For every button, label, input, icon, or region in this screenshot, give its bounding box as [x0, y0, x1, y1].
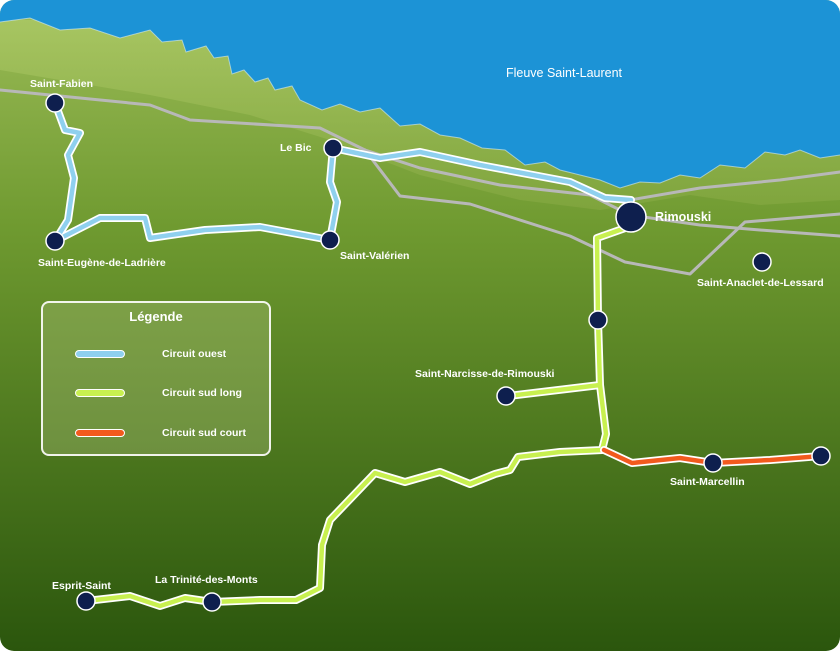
road-coastal: [0, 88, 840, 238]
label-saint-fabien: Saint-Fabien: [30, 78, 93, 90]
marker-la-trinite[interactable]: [202, 592, 222, 612]
legend-swatch-circuit-ouest: [75, 350, 125, 358]
circuit-sud-court-route: [600, 446, 825, 467]
label-rimouski: Rimouski: [655, 210, 711, 224]
legend-label-circuit-ouest: Circuit ouest: [162, 348, 227, 360]
label-le-bic: Le Bic: [280, 142, 312, 154]
map-legend: Légende Circuit ouest Circuit sud long C…: [41, 301, 271, 456]
label-la-trinite: La Trinité-des-Monts: [155, 574, 258, 586]
legend-title: Légende: [129, 309, 183, 324]
label-esprit-saint: Esprit-Saint: [52, 580, 111, 592]
label-saint-eugene: Saint-Eugène-de-Ladrière: [38, 257, 166, 269]
place-markers: [45, 93, 831, 612]
label-saint-anaclet: Saint-Anaclet-de-Lessard: [697, 277, 824, 289]
river-label: Fleuve Saint-Laurent: [506, 66, 623, 80]
marker-saint-narcisse[interactable]: [496, 386, 516, 406]
legend-label-circuit-sud-long: Circuit sud long: [162, 387, 242, 399]
marker-saint-narcisse-junction[interactable]: [588, 310, 608, 330]
label-saint-marcellin: Saint-Marcellin: [670, 476, 745, 488]
marker-le-bic[interactable]: [323, 138, 343, 158]
marker-saint-fabien[interactable]: [45, 93, 65, 113]
legend-swatch-circuit-sud-long: [75, 389, 125, 397]
marker-saint-valerien[interactable]: [320, 230, 340, 250]
road-east: [628, 170, 840, 202]
marker-saint-marcellin[interactable]: [703, 453, 723, 473]
shoreline-edge: [0, 17, 840, 189]
legend-swatch-circuit-sud-court: [75, 429, 125, 437]
marker-saint-eugene[interactable]: [45, 231, 65, 251]
marker-saint-anaclet[interactable]: [752, 252, 772, 272]
legend-label-circuit-sud-court: Circuit sud court: [162, 427, 247, 439]
label-saint-narcisse: Saint-Narcisse-de-Rimouski: [415, 368, 555, 380]
marker-east-end[interactable]: [811, 446, 831, 466]
river-water: [0, 0, 840, 188]
circuits: [51, 99, 825, 610]
marker-esprit-saint[interactable]: [76, 591, 96, 611]
circuit-ouest-route: [51, 99, 635, 245]
marker-rimouski[interactable]: [615, 201, 647, 233]
label-saint-valerien: Saint-Valérien: [340, 250, 409, 262]
